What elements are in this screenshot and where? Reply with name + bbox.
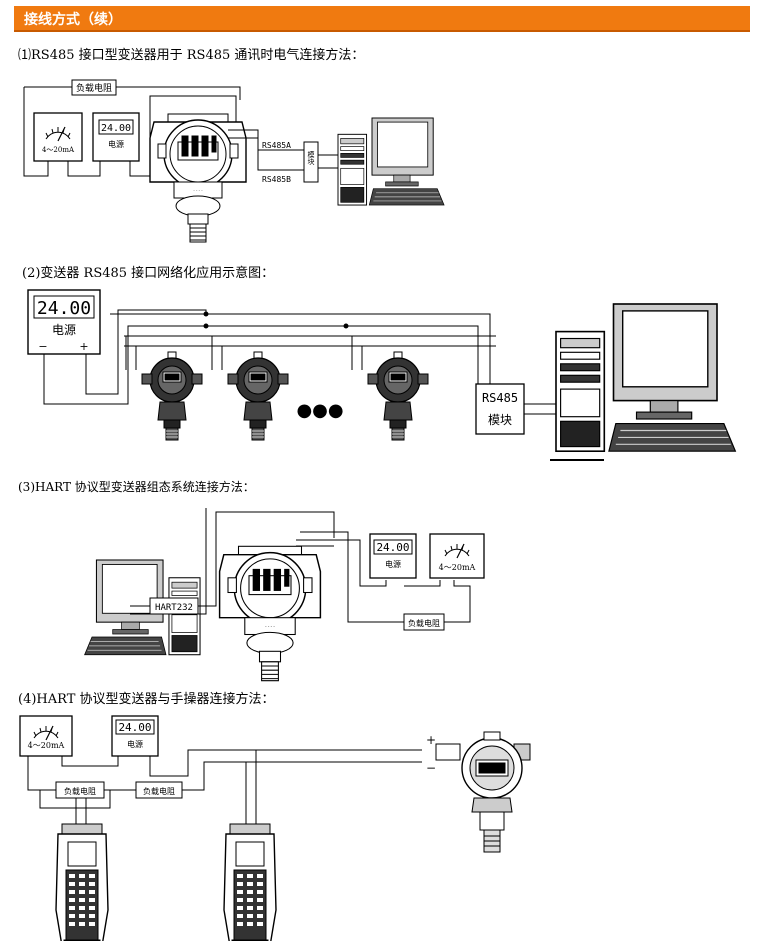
- power-label-3: 电源: [385, 559, 401, 569]
- rs485-module-2: [475, 383, 525, 435]
- rs485a-label: RS485A: [262, 141, 291, 150]
- load-resistor-4a: [55, 781, 105, 799]
- handheld-communicator-1: [55, 823, 109, 941]
- current-meter: [33, 112, 83, 162]
- meter-range-label: 4～20mA: [42, 146, 75, 154]
- current-meter-4: [19, 715, 73, 757]
- diagram-hart-config: HART232 负载电阻 24.00 电源 4～20mA: [84, 508, 485, 682]
- power-display-3: 24.00: [376, 541, 409, 554]
- section-banner: 接线方式（续）: [14, 6, 750, 32]
- load-resistor-label-4b: 负载电阻: [143, 786, 175, 796]
- rs485-module-label: RS485: [482, 391, 518, 405]
- transmitter-c: [367, 351, 429, 441]
- rs485-module: [303, 141, 319, 183]
- transmitter-b: [227, 351, 289, 441]
- transmitter-hart-4: [435, 731, 531, 853]
- plus-terminal: +: [79, 340, 88, 353]
- load-resistor-label-4a: 负载电阻: [64, 786, 96, 796]
- transmitter-rs485: [149, 113, 247, 243]
- plus-label-4: +: [426, 733, 436, 747]
- module-label: 模块: [307, 150, 315, 166]
- current-meter-3: [429, 533, 485, 579]
- power-display: 24.00: [101, 123, 131, 134]
- power-label-2: 电源: [52, 323, 76, 337]
- load-resistor-4b: [135, 781, 183, 799]
- load-resistor-label: 负载电阻: [76, 82, 112, 94]
- minus-terminal: −: [38, 340, 47, 353]
- transmitter-a: [141, 351, 203, 441]
- rs485b-label: RS485B: [262, 175, 291, 184]
- more-transmitters: ●●●: [296, 400, 343, 421]
- caption-4: (4)HART 协议型变送器与手操器连接方法：: [18, 692, 275, 707]
- hart232-adapter: [149, 597, 199, 615]
- load-resistor-label-3: 负载电阻: [408, 618, 440, 628]
- power-label-4: 电源: [127, 739, 143, 749]
- caption-2: (2)变送器 RS485 接口网络化应用示意图：: [22, 266, 275, 281]
- handheld-communicator-2: [223, 823, 277, 941]
- caption-1: ⑴RS485 接口型变送器用于 RS485 通讯时电气连接方法：: [18, 48, 365, 63]
- power-display-4: 24.00: [118, 721, 151, 734]
- computer-2: [555, 303, 737, 453]
- computer-1: [337, 117, 445, 206]
- power-display-2: 24.00: [37, 298, 91, 319]
- banner-title: 接线方式（续）: [24, 12, 122, 28]
- diagram-rs485-connection: 负载电阻 4～20mA 24.00 电源 RS485A RS485B 模块: [23, 79, 445, 243]
- power-label: 电源: [108, 139, 124, 149]
- hart232-label: HART232: [155, 603, 193, 613]
- diagram-rs485-network: 24.00 电源 − + ●●● RS485 模块: [27, 289, 737, 461]
- minus-label-4: −: [426, 761, 436, 775]
- caption-3: (3)HART 协议型变送器组态系统连接方法：: [18, 480, 255, 494]
- diagram-hart-handheld: 4～20mA 24.00 电源 负载电阻 负载电阻 + −: [19, 715, 531, 941]
- module-label-2: 模块: [488, 413, 512, 427]
- meter-range-label-4: 4～20mA: [28, 741, 65, 750]
- meter-range-label-3: 4～20mA: [439, 563, 476, 572]
- transmitter-hart: [218, 545, 322, 682]
- load-resistor-3: [403, 613, 445, 631]
